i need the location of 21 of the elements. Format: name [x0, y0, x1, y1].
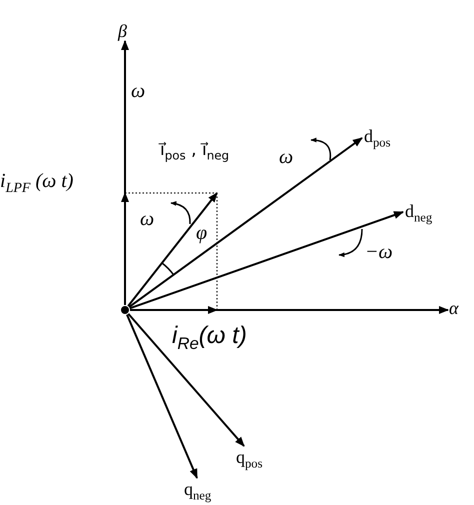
symbol-label: ω	[131, 80, 146, 103]
vector-label: d$_{neg}$	[405, 201, 432, 228]
vector-label: i$_{Re}$(ω t)	[172, 322, 247, 354]
symbol-label: ω	[279, 146, 294, 169]
vector-label: q$_{pos}$	[236, 447, 262, 474]
vector-arrow	[127, 192, 218, 307]
vector-arrow	[121, 192, 129, 305]
origin-dot	[121, 306, 129, 314]
vector-label: i⃗$_{pos}$ , i⃗$_{neg}$	[160, 140, 230, 162]
vector-arrow	[129, 211, 404, 310]
axis-label: β	[118, 21, 127, 41]
symbol-label: φ	[196, 222, 208, 245]
vector-arrow	[128, 137, 363, 308]
vector-label: i$_{LPF}$ (ω t)	[0, 170, 74, 197]
vector-arrow	[126, 314, 198, 479]
axis-label: α	[449, 298, 458, 318]
vector-label: q$_{neg}$	[184, 479, 212, 505]
symbol-label: ω	[140, 208, 154, 231]
vector-arrow	[128, 313, 245, 447]
vector-label: d$_{pos}$	[364, 126, 390, 153]
symbol-label: −ω	[365, 241, 393, 264]
